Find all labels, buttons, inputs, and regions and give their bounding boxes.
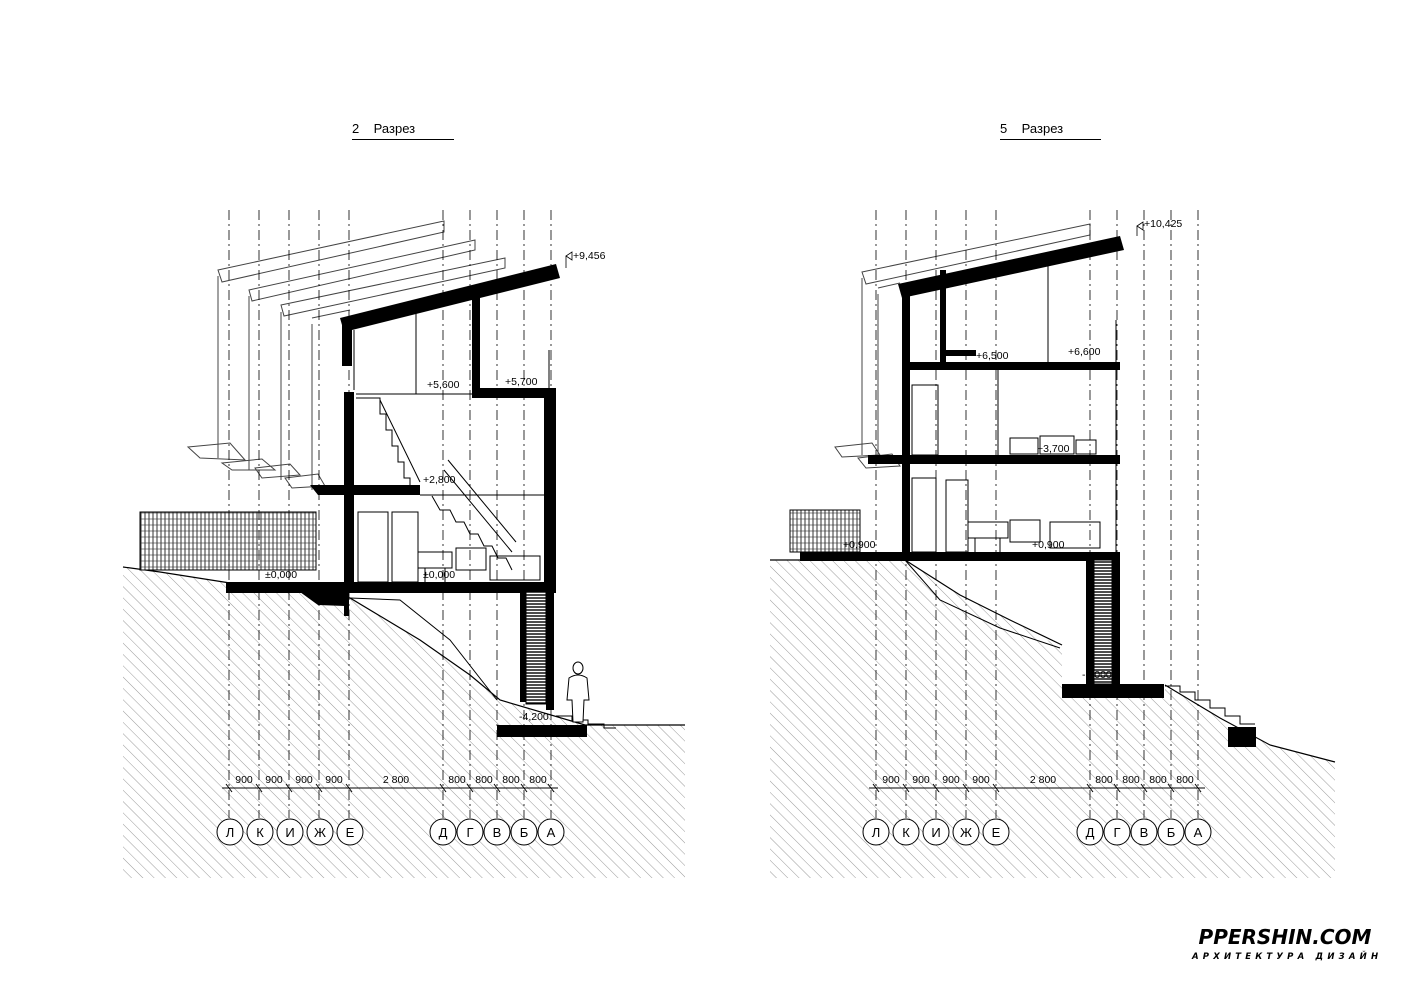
axis-left-l: Л	[226, 825, 235, 840]
axis-left-d: Д	[439, 825, 448, 840]
level-right-0900b: +0,900	[1032, 539, 1065, 551]
dimension-labels-right: 900 900 900 900 2 800 800 800 800 800	[882, 774, 1194, 786]
terrain-slope-left	[349, 597, 498, 701]
level-left-0000a: ±0,000	[265, 569, 297, 581]
level-right-3000: -3,000	[1082, 669, 1112, 681]
section-left: 900 900 900 900 2 800 800 800 800 800	[122, 210, 685, 878]
basement-stair-right	[1093, 559, 1113, 685]
level-left-2800: +2,800	[423, 474, 456, 486]
level-left-5600: +5,600	[427, 379, 460, 391]
dim-right-9: 800	[1176, 774, 1194, 786]
grid-axes-right	[875, 210, 1199, 818]
axis-right-k: К	[902, 825, 910, 840]
axis-left-i: И	[285, 825, 294, 840]
level-left-4200: -4,200	[519, 711, 549, 723]
person-silhouette-left	[566, 661, 590, 723]
dim-left-5: 2 800	[383, 774, 409, 786]
axis-right-d: Д	[1086, 825, 1095, 840]
grid-axes-left	[228, 210, 552, 818]
level-left-0000b: ±0,000	[423, 569, 455, 581]
level-right-top: +10,425	[1144, 218, 1182, 230]
axis-bubbles-right	[862, 818, 1212, 846]
ground-fill-right	[770, 560, 1335, 878]
dim-right-8: 800	[1149, 774, 1167, 786]
brand-logo: PPERSHIN.COM АРХИТЕКТУРА ДИЗАЙН	[1192, 926, 1378, 962]
axis-labels-right: Л К И Ж Е Д Г В Б А	[872, 825, 1203, 840]
dim-left-3: 900	[295, 774, 313, 786]
axis-left-v: В	[493, 825, 502, 840]
axis-labels-left: Л К И Ж Е Д Г В Б А	[226, 825, 556, 840]
brand-tagline: АРХИТЕКТУРА ДИЗАЙН	[1192, 952, 1383, 962]
dim-right-2: 900	[912, 774, 930, 786]
axis-left-zh: Ж	[314, 825, 326, 840]
axis-right-v: В	[1140, 825, 1149, 840]
dim-left-1: 900	[235, 774, 253, 786]
axis-right-i: И	[931, 825, 940, 840]
axis-left-k: К	[256, 825, 264, 840]
dim-right-3: 900	[942, 774, 960, 786]
building-right	[800, 236, 1256, 747]
ground-line-left	[122, 566, 685, 726]
section-right: 900 900 900 900 2 800 800 800 800 800	[770, 210, 1336, 878]
fence-left	[139, 511, 317, 571]
axis-right-a: А	[1194, 825, 1203, 840]
axis-right-e: Е	[992, 825, 1001, 840]
dim-right-5: 2 800	[1030, 774, 1056, 786]
ground-fill-left	[123, 567, 685, 878]
axis-left-b: Б	[520, 825, 529, 840]
dim-left-2: 900	[265, 774, 283, 786]
dimension-labels-left: 900 900 900 900 2 800 800 800 800 800	[235, 774, 547, 786]
axis-right-g: Г	[1113, 825, 1120, 840]
basement-stair-left	[525, 591, 547, 705]
level-right-6600: +6,600	[1068, 346, 1101, 358]
level-right-6500: +6,500	[976, 350, 1009, 362]
dim-left-4: 900	[325, 774, 343, 786]
axis-right-l: Л	[872, 825, 881, 840]
section-title-right: 5 Разрез	[1000, 121, 1101, 140]
dim-right-4: 900	[972, 774, 990, 786]
section-title-left: 2 Разрез	[352, 121, 454, 140]
axis-right-b: Б	[1167, 825, 1176, 840]
level-left-top: +9,456	[573, 250, 606, 262]
level-right-3700: +3,700	[1037, 443, 1070, 455]
interior-lines-left	[349, 306, 616, 729]
axis-left-g: Г	[466, 825, 473, 840]
dimension-chain-left	[222, 783, 558, 793]
dim-right-7: 800	[1122, 774, 1140, 786]
background-houses-left	[186, 220, 506, 490]
dim-left-9: 800	[529, 774, 547, 786]
dim-left-7: 800	[475, 774, 493, 786]
level-left-5700: +5,700	[505, 376, 538, 388]
dim-right-6: 800	[1095, 774, 1113, 786]
axis-left-e: Е	[346, 825, 355, 840]
level-marks-right: +10,425 +6,500 +6,600 +3,700 +0,900 +0,9…	[843, 218, 1182, 681]
dimension-chain-right	[869, 783, 1205, 793]
axis-left-a: А	[547, 825, 556, 840]
dim-left-8: 800	[502, 774, 520, 786]
dim-left-6: 800	[448, 774, 466, 786]
fence-right	[789, 509, 861, 553]
interior-lines-right	[911, 266, 1255, 725]
level-right-0900a: +0,900	[843, 539, 876, 551]
axis-right-zh: Ж	[960, 825, 972, 840]
brand-name: PPERSHIN.COM	[1198, 925, 1372, 949]
dim-right-1: 900	[882, 774, 900, 786]
axis-bubbles-left	[216, 818, 565, 846]
level-marks-left: +9,456 +5,600 +5,700 +2,800 ±0,000 ±0,00…	[265, 250, 606, 723]
